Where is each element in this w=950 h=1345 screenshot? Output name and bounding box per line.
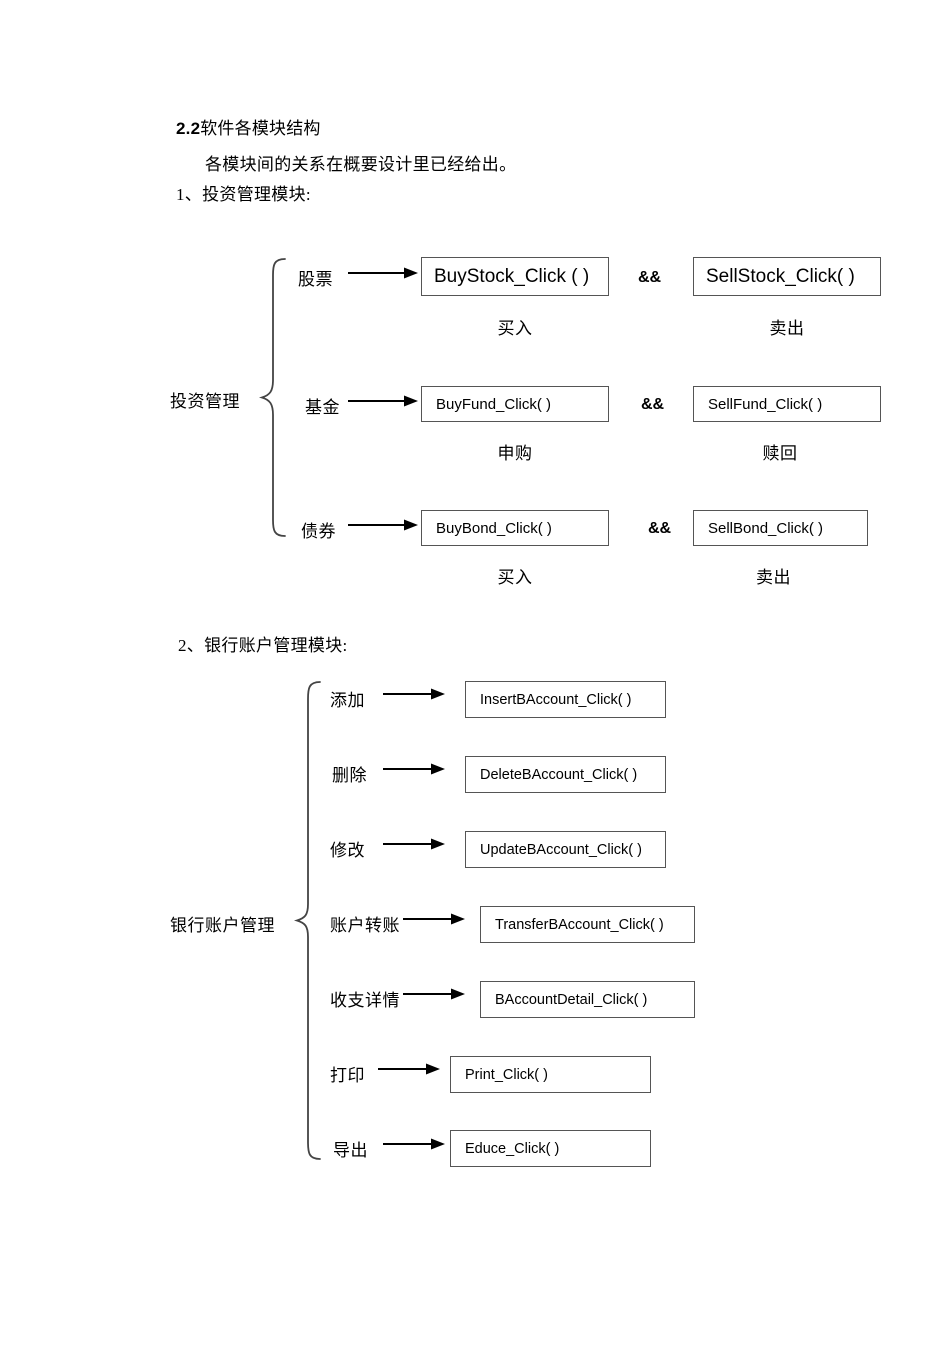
diagram2-box-print-label: Print_Click( ) — [465, 1066, 548, 1083]
diagram1-caption-2-right: 卖出 — [756, 568, 791, 587]
diagram2-arrow-4 — [403, 988, 465, 1000]
diagram2-root-label: 银行账户管理 — [170, 916, 275, 935]
diagram1-caption-0-right: 卖出 — [769, 319, 805, 338]
diagram2-box-detail[interactable]: BAccountDetail_Click( ) — [480, 981, 695, 1018]
section-title: 软件各模块结构 — [200, 119, 321, 138]
diagram1-box-sellstock-label: SellStock_Click( ) — [706, 265, 855, 287]
diagram2-brace — [293, 681, 321, 1160]
diagram1-arrow-2 — [348, 519, 418, 531]
diagram1-operator-2: && — [648, 520, 672, 537]
diagram1-caption-0-left: 买入 — [497, 319, 533, 338]
diagram1-box-sellfund[interactable]: SellFund_Click( ) — [693, 386, 881, 422]
diagram2-box-delete-label: DeleteBAccount_Click( ) — [480, 766, 638, 783]
diagram2-box-transfer-label: TransferBAccount_Click( ) — [495, 916, 664, 933]
diagram2-branch-label-5: 打印 — [330, 1066, 365, 1085]
diagram2-branch-label-2: 修改 — [330, 841, 365, 860]
diagram1-box-sellfund-label: SellFund_Click( ) — [708, 395, 823, 413]
diagram2-arrow-3 — [403, 913, 465, 925]
diagram2-arrow-6 — [383, 1138, 445, 1150]
diagram1-brace — [258, 258, 286, 537]
diagram1-box-buybond-label: BuyBond_Click( ) — [436, 519, 552, 537]
module2-heading: 2、银行账户管理模块: — [178, 636, 348, 655]
diagram2-box-delete[interactable]: DeleteBAccount_Click( ) — [465, 756, 666, 793]
section-number: 2.2 — [176, 119, 201, 138]
diagram2-box-print[interactable]: Print_Click( ) — [450, 1056, 651, 1093]
diagram1-arrow-1 — [348, 395, 418, 407]
diagram1-box-sellstock[interactable]: SellStock_Click( ) — [693, 257, 881, 296]
diagram1-branch-label-2: 债券 — [301, 522, 336, 541]
diagram2-branch-label-6: 导出 — [333, 1141, 368, 1160]
diagram2-arrow-5 — [378, 1063, 440, 1075]
diagram2-box-update[interactable]: UpdateBAccount_Click( ) — [465, 831, 666, 868]
section-heading: 2.2软件各模块结构 — [176, 120, 321, 137]
diagram1-box-sellbond-label: SellBond_Click( ) — [708, 519, 824, 537]
intro-paragraph: 各模块间的关系在概要设计里已经给出。 — [205, 155, 517, 174]
diagram2-branch-label-4: 收支详情 — [330, 991, 400, 1010]
diagram1-box-buybond[interactable]: BuyBond_Click( ) — [421, 510, 609, 546]
diagram2-box-educe-label: Educe_Click( ) — [465, 1140, 560, 1157]
diagram2-branch-label-1: 删除 — [332, 766, 367, 785]
diagram1-branch-label-1: 基金 — [305, 398, 340, 417]
diagram1-arrow-0 — [348, 267, 418, 279]
diagram1-caption-1-right: 赎回 — [762, 444, 798, 463]
diagram2-box-update-label: UpdateBAccount_Click( ) — [480, 841, 642, 858]
diagram1-box-buyfund-label: BuyFund_Click( ) — [436, 395, 552, 413]
diagram1-box-buyfund[interactable]: BuyFund_Click( ) — [421, 386, 609, 422]
diagram1-root-label: 投资管理 — [170, 392, 240, 411]
diagram2-box-insert[interactable]: InsertBAccount_Click( ) — [465, 681, 666, 718]
diagram2-box-detail-label: BAccountDetail_Click( ) — [495, 991, 648, 1008]
diagram2-arrow-0 — [383, 688, 445, 700]
diagram2-box-insert-label: InsertBAccount_Click( ) — [480, 691, 632, 708]
diagram2-box-educe[interactable]: Educe_Click( ) — [450, 1130, 651, 1167]
diagram2-branch-label-3: 账户转账 — [330, 916, 400, 935]
diagram1-caption-2-left: 买入 — [497, 568, 533, 587]
diagram1-operator-1: && — [641, 396, 665, 413]
diagram1-caption-1-left: 申购 — [497, 444, 533, 463]
diagram1-branch-label-0: 股票 — [298, 270, 333, 289]
diagram1-operator-0: && — [638, 269, 662, 286]
diagram1-box-sellbond[interactable]: SellBond_Click( ) — [693, 510, 868, 546]
diagram1-box-buystock[interactable]: BuyStock_Click ( ) — [421, 257, 609, 296]
diagram2-arrow-1 — [383, 763, 445, 775]
diagram1-box-buystock-label: BuyStock_Click ( ) — [434, 265, 590, 287]
diagram2-branch-label-0: 添加 — [330, 691, 365, 710]
diagram2-box-transfer[interactable]: TransferBAccount_Click( ) — [480, 906, 695, 943]
module1-heading: 1、投资管理模块: — [176, 185, 311, 204]
diagram2-arrow-2 — [383, 838, 445, 850]
